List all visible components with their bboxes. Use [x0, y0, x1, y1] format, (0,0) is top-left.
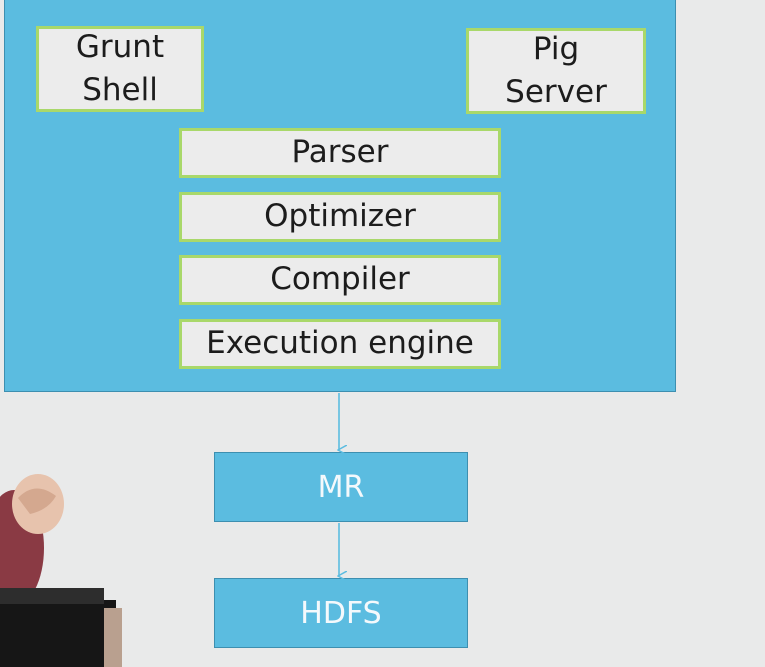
pig-server-line-1: Pig	[532, 30, 580, 67]
mr-box: MR	[214, 452, 468, 522]
compiler-label: Compiler	[270, 261, 410, 298]
optimizer-label: Optimizer	[264, 198, 416, 235]
grunt-shell-box: Grunt Shell	[36, 26, 204, 112]
mr-label: MR	[317, 469, 365, 505]
parser-label: Parser	[291, 134, 389, 171]
parser-box: Parser	[179, 128, 501, 178]
hdfs-box: HDFS	[214, 578, 468, 648]
grunt-shell-line-1: Grunt	[75, 28, 165, 65]
optimizer-box: Optimizer	[179, 192, 501, 242]
execution-engine-box: Execution engine	[179, 319, 501, 369]
grunt-shell-line-2: Shell	[82, 72, 158, 108]
pig-server-line-2: Server	[505, 74, 607, 110]
presenter-webcam-image	[0, 474, 122, 667]
hdfs-label: HDFS	[300, 595, 382, 631]
execution-engine-label: Execution engine	[206, 325, 474, 362]
compiler-box: Compiler	[179, 255, 501, 305]
pig-server-box: Pig Server	[466, 28, 646, 114]
